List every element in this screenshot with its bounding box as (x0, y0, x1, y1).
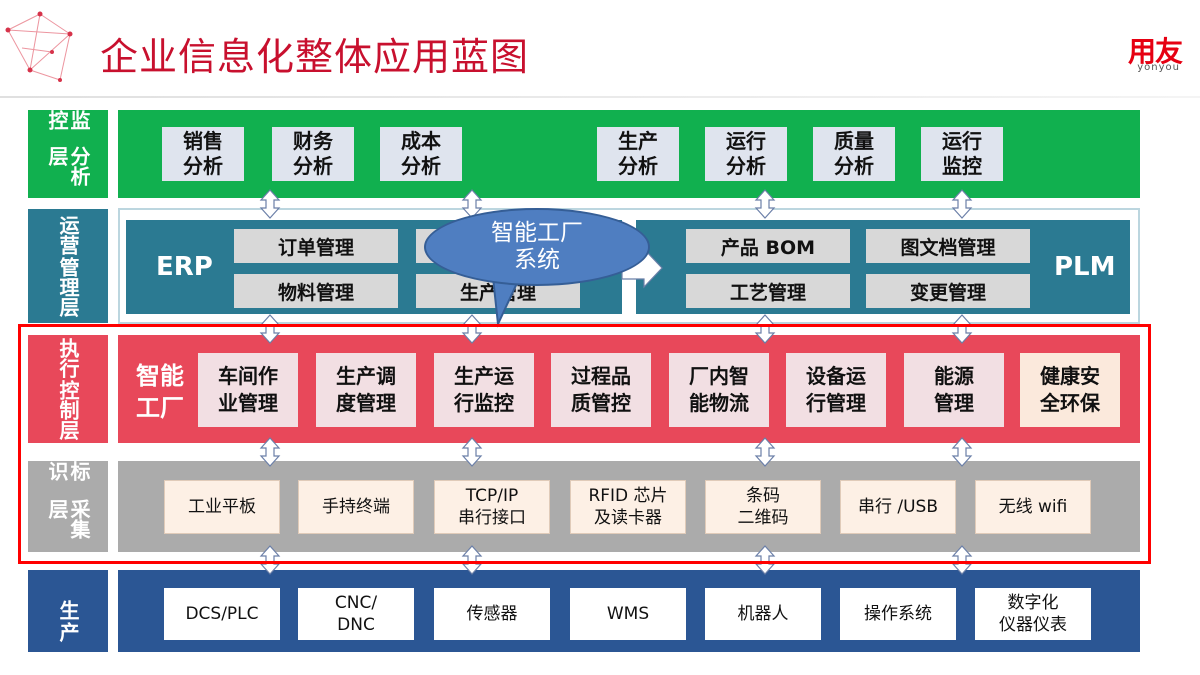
smart-factory-callout: 智能工厂 系统 (424, 208, 650, 286)
production-item[interactable]: CNC/DNC (298, 588, 414, 640)
collection-item[interactable]: RFID 芯片及读卡器 (570, 480, 686, 534)
control-item[interactable]: 生产运行监控 (434, 353, 534, 427)
analysis-item[interactable]: 生产分析 (597, 127, 679, 181)
analysis-item[interactable]: 销售分析 (162, 127, 244, 181)
control-item[interactable]: 设备运行管理 (786, 353, 886, 427)
network-logo-icon (5, 11, 73, 82)
analysis-item[interactable]: 运行分析 (705, 127, 787, 181)
brand-logo: 用友 (1127, 35, 1183, 68)
collection-item[interactable]: 工业平板 (164, 480, 280, 534)
layer-label-collection: 标识采集层 (28, 461, 108, 552)
production-item[interactable]: WMS (570, 588, 686, 640)
control-item[interactable]: 车间作业管理 (198, 353, 298, 427)
production-item[interactable]: 机器人 (705, 588, 821, 640)
erp-label: ERP (156, 252, 213, 282)
layer-label-production: 生产 (28, 570, 108, 652)
highlight-frame (18, 324, 1151, 564)
brand-logo-sub: yonyou (1137, 62, 1180, 73)
double-arrow-icon (952, 189, 972, 219)
collection-item[interactable]: 无线 wifi (975, 480, 1091, 534)
page-title: 企业信息化整体应用蓝图 (100, 35, 530, 79)
production-item[interactable]: 数字化仪器仪表 (975, 588, 1091, 640)
control-item[interactable]: 厂内智能物流 (669, 353, 769, 427)
erp-item[interactable]: 物料管理 (234, 274, 398, 308)
control-item[interactable]: 生产调度管理 (316, 353, 416, 427)
erp-item[interactable]: 订单管理 (234, 229, 398, 263)
analysis-item[interactable]: 财务分析 (272, 127, 354, 181)
plm-item[interactable]: 产品 BOM (686, 229, 850, 263)
production-item[interactable]: 操作系统 (840, 588, 956, 640)
collection-item[interactable]: 手持终端 (298, 480, 414, 534)
plm-item[interactable]: 工艺管理 (686, 274, 850, 308)
layer-label-control: 执行控制层 (28, 335, 108, 443)
control-item[interactable]: 过程品质管控 (551, 353, 651, 427)
analysis-item[interactable]: 质量分析 (813, 127, 895, 181)
plm-label: PLM (1054, 252, 1116, 282)
analysis-item[interactable]: 成本分析 (380, 127, 462, 181)
double-arrow-icon (755, 189, 775, 219)
layer-label-management: 运营管理层 (28, 209, 108, 323)
analysis-item[interactable]: 运行监控 (921, 127, 1003, 181)
control-item[interactable]: 能源管理 (904, 353, 1004, 427)
production-item[interactable]: DCS/PLC (164, 588, 280, 640)
collection-item[interactable]: 条码二维码 (705, 480, 821, 534)
plm-item[interactable]: 变更管理 (866, 274, 1030, 308)
layer-label-analysis: 监控分析层 (28, 110, 108, 198)
double-arrow-icon (260, 189, 280, 219)
control-item[interactable]: 健康安全环保 (1020, 353, 1120, 427)
collection-item[interactable]: 串行 /USB (840, 480, 956, 534)
header-divider (0, 96, 1200, 98)
production-item[interactable]: 传感器 (434, 588, 550, 640)
smart-factory-label: 智能工厂 (136, 362, 184, 422)
plm-item[interactable]: 图文档管理 (866, 229, 1030, 263)
